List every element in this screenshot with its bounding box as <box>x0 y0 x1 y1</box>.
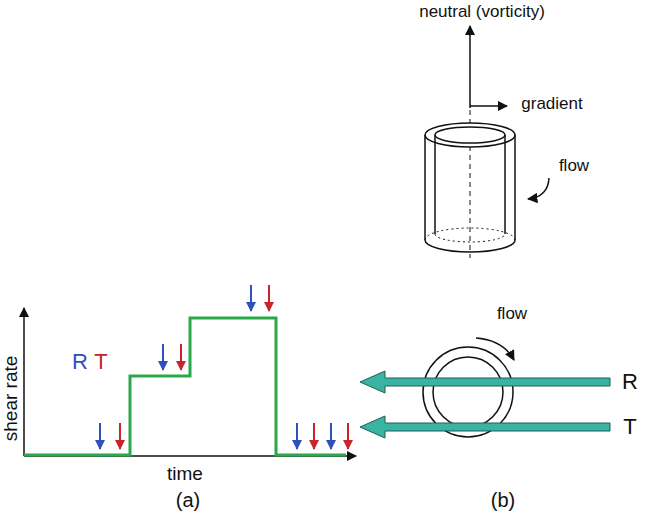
shear-rate-step-line <box>24 318 346 455</box>
beam-letter: T <box>94 350 107 374</box>
direction-label: neutral (vorticity) <box>419 3 545 22</box>
flow-label: flow <box>559 157 589 176</box>
flow-label: flow <box>497 305 527 324</box>
panel-label: (a) <box>176 489 200 511</box>
panel-label: (b) <box>491 489 515 511</box>
beam-letter: T <box>623 415 636 439</box>
beam-letter: R <box>622 370 638 394</box>
beam-arrows <box>360 371 610 438</box>
couette-cell <box>425 26 549 258</box>
cell-top-view <box>423 338 514 437</box>
direction-label: gradient <box>521 95 582 114</box>
plot-axes <box>24 308 356 456</box>
measurement-arrows <box>100 285 348 449</box>
axis-label: shear rate <box>2 355 23 441</box>
beam-letter: R <box>72 350 88 374</box>
axis-label: time <box>167 464 203 485</box>
